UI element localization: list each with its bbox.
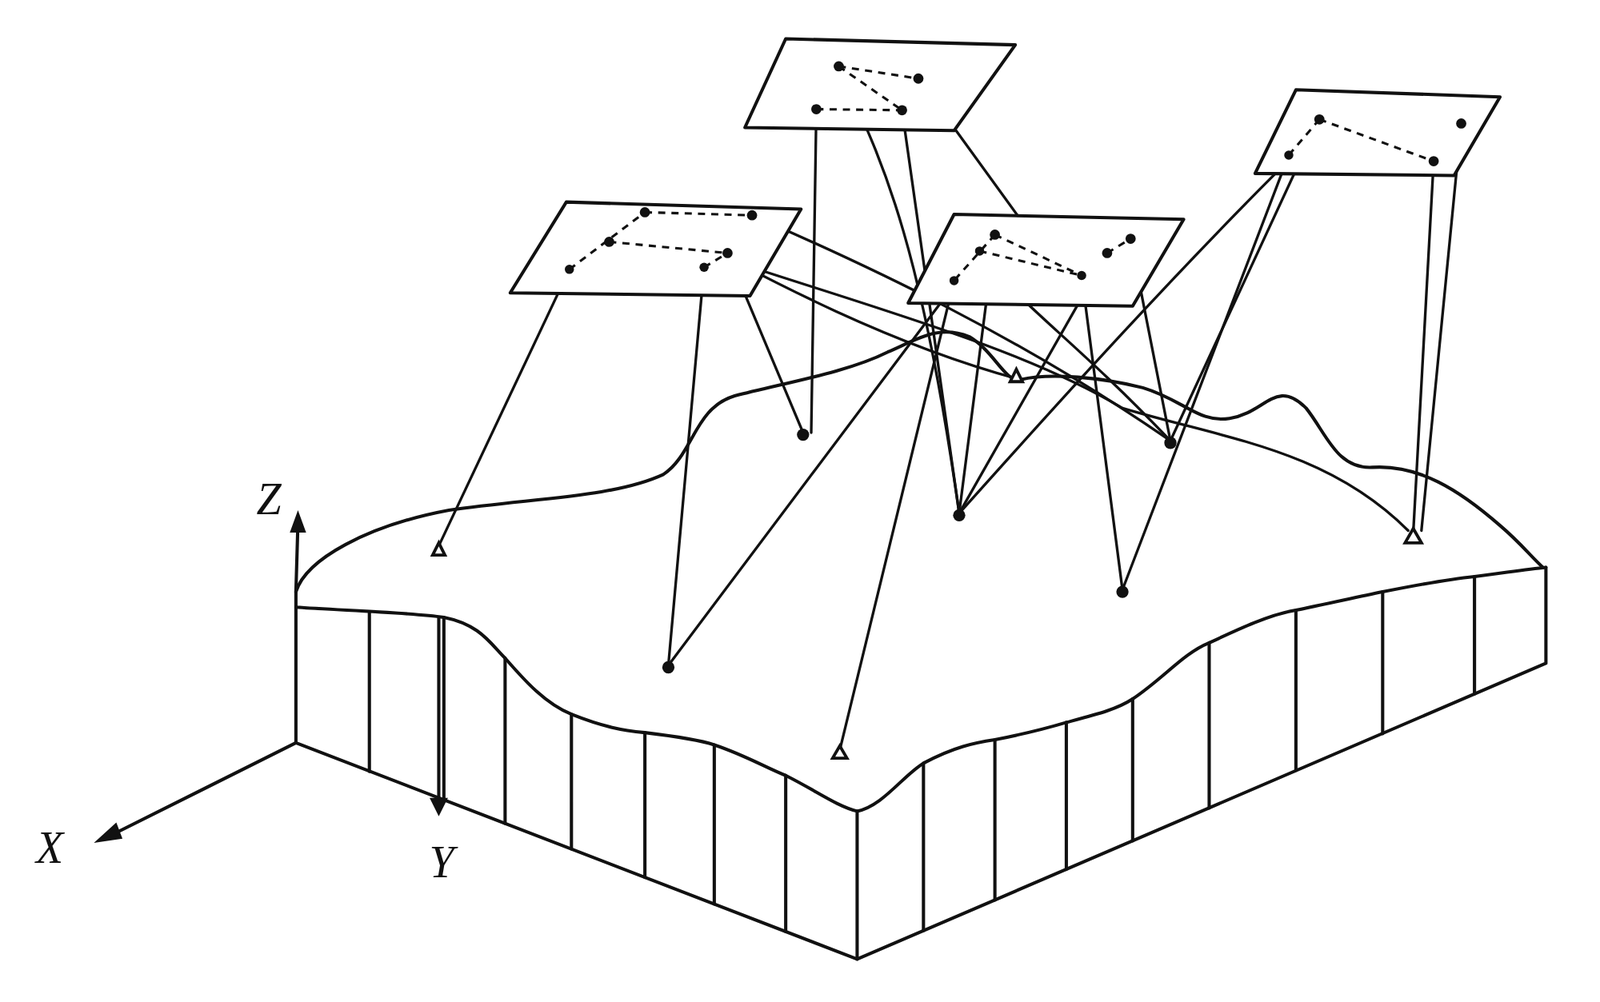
terrain-surface <box>296 332 1544 592</box>
image-plane <box>1255 89 1500 176</box>
axis-label: Y <box>428 840 454 885</box>
axis-arrowheads <box>93 510 448 844</box>
image-plane <box>744 38 1016 131</box>
image-plane <box>510 202 802 296</box>
image-point-links <box>569 66 1434 281</box>
axis-label: X <box>36 825 64 871</box>
axis-lines <box>112 522 439 835</box>
control-points <box>432 369 1422 759</box>
axis-label: Z <box>256 476 281 522</box>
terrain-block-base <box>296 567 1547 960</box>
ground-points <box>662 428 1177 674</box>
terrain-front-edge <box>296 567 1547 812</box>
image-plane <box>908 214 1184 307</box>
image-points <box>564 61 1467 286</box>
terrain-block-stripes <box>369 576 1475 960</box>
